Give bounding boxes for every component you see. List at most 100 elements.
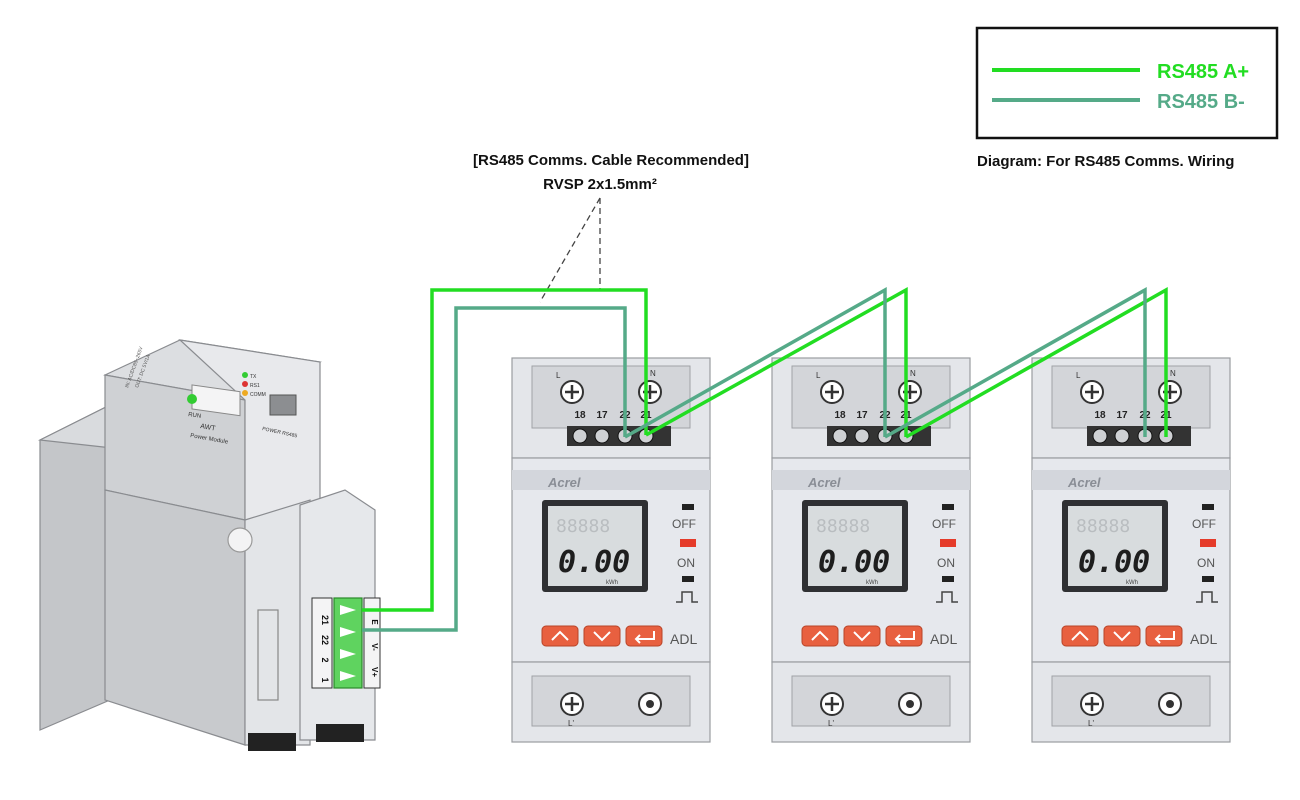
enter-icon [1154, 631, 1175, 644]
meter-terminal-l-label: L [556, 371, 561, 380]
meter-screw-l-cross-icon [565, 385, 579, 399]
meter-screw-lout-cross-icon [1085, 697, 1099, 711]
meter-terminal-17-label: 17 [596, 410, 608, 421]
cable-note-leader-a [539, 197, 601, 303]
meter-down-button[interactable] [583, 625, 621, 647]
meter-lcd-ghost-digits: 88888 [816, 516, 870, 537]
meter-bottom-recess [531, 675, 691, 727]
meter-enter-button[interactable] [1145, 625, 1183, 647]
meter-terminal-17-label: 17 [1116, 410, 1128, 421]
wire-b-minus-gateway-meter1 [362, 306, 627, 632]
meter-brand-label: Acrel [1067, 475, 1101, 490]
gateway-terminal-number-strip [311, 597, 333, 689]
meter-brand-band [1032, 470, 1230, 490]
meter-indicator-bottom-icon [1202, 576, 1214, 582]
meter-switch-indicator-icon [680, 539, 696, 547]
gateway-rs1-led-icon [242, 381, 248, 387]
meter-terminal-screw-icon[interactable] [832, 428, 848, 444]
meter-lcd-unit: kWh [606, 580, 618, 586]
meter-terminal-screw-icon[interactable] [594, 428, 610, 444]
gateway-terminal-screw-icon [340, 671, 356, 681]
meter-up-button[interactable] [1061, 625, 1099, 647]
wire-a-plus-meter1-meter2 [645, 287, 908, 437]
chevron-down-icon [853, 631, 871, 642]
gateway-green-terminal-block[interactable] [333, 597, 363, 689]
meter-terminal-screw-icon[interactable] [1114, 428, 1130, 444]
gateway-terminal-num-21: 21 [320, 615, 330, 625]
legend-caption: Diagram: For RS485 Comms. Wiring [977, 153, 1234, 170]
meter-lcd-value: 0.00 [818, 545, 890, 580]
wire-a-plus-gateway-meter1 [362, 288, 648, 612]
meter-switch-indicator-icon [1200, 539, 1216, 547]
gateway-din-clip-1 [248, 733, 296, 751]
meter-terminal-n-label: N [650, 369, 656, 378]
meter-top-recess [1051, 365, 1211, 429]
gateway-model-label: AWT [200, 423, 217, 433]
meter-lcd-value: 0.00 [1078, 545, 1150, 580]
gateway-din-clip-2 [316, 724, 364, 742]
meter-switch-indicator-icon [940, 539, 956, 547]
meter-screw-l-cross-icon [825, 385, 839, 399]
meter-indicator-top-icon [942, 504, 954, 510]
meter-terminal-l-label: L [1076, 371, 1081, 380]
meter-terminal-screw-icon[interactable] [572, 428, 588, 444]
gateway-terminal-screw-icon [340, 627, 356, 637]
gateway-slot [257, 609, 279, 701]
meter-terminal-lout-label: L' [1088, 719, 1094, 728]
gateway-terminal-num-22: 22 [320, 635, 330, 645]
meter-lcd-unit: kWh [1126, 580, 1138, 586]
meter-brand-band [772, 470, 970, 490]
meter-brand-label: Acrel [807, 475, 841, 490]
meter-down-button[interactable] [843, 625, 881, 647]
meter-up-button[interactable] [541, 625, 579, 647]
meter-lcd-ghost-digits: 88888 [556, 516, 610, 537]
meter-screw-lout-cross-icon [565, 697, 579, 711]
gateway-terminal-num-1: 1 [320, 677, 330, 682]
meter-down-button[interactable] [1103, 625, 1141, 647]
meter-enter-button[interactable] [625, 625, 663, 647]
gateway-terminal-sig-vplus: V+ [370, 667, 379, 677]
chevron-down-icon [1113, 631, 1131, 642]
meter-terminal-17-label: 17 [856, 410, 868, 421]
meter-screw-blank-center-icon [1166, 700, 1174, 708]
cable-note-line1: [RS485 Comms. Cable Recommended] [473, 152, 749, 169]
enter-icon [634, 631, 655, 644]
meter-screw-lout-cross-icon [825, 697, 839, 711]
meter-pulse-icon [1196, 591, 1218, 603]
meter-brand-label: Acrel [547, 475, 581, 490]
meter-terminal-lout-label: L' [828, 719, 834, 728]
meter-off-label: OFF [1192, 517, 1216, 531]
meter-up-button[interactable] [801, 625, 839, 647]
gateway-side-back [39, 404, 111, 731]
wire-b-minus-meter2-meter3 [884, 287, 1147, 439]
meter-terminal-n-label: N [910, 369, 916, 378]
meter-terminal-screw-icon[interactable] [1092, 428, 1108, 444]
meter-indicator-top-icon [1202, 504, 1214, 510]
meter-screw-blank-center-icon [906, 700, 914, 708]
gateway-tx-label: TX [250, 374, 257, 380]
meter-pulse-icon [936, 591, 958, 603]
gateway-front-lower [104, 489, 246, 746]
gateway-terminal-num-2: 2 [320, 657, 330, 662]
gateway-comm-led-icon [242, 390, 248, 396]
gateway-rj45-port-icon[interactable] [269, 394, 297, 416]
meter-lcd-screen [808, 506, 902, 586]
meter-top-recess [791, 365, 951, 429]
meter-top-recess [531, 365, 691, 429]
meter-on-label: ON [937, 556, 955, 570]
meter-terminal-screw-icon[interactable] [854, 428, 870, 444]
meter-indicator-bottom-icon [942, 576, 954, 582]
meter-screw-blank-center-icon [646, 700, 654, 708]
meter-bottom-recess [1051, 675, 1211, 727]
meter-terminal-lout-label: L' [568, 719, 574, 728]
meter-terminal-18-label: 18 [1094, 410, 1106, 421]
meter-brand-band [512, 470, 710, 490]
meter-lcd-ghost-digits: 88888 [1076, 516, 1130, 537]
gateway-rs1-label: RS1 [250, 383, 260, 389]
meter-lcd-screen [1068, 506, 1162, 586]
meter-enter-button[interactable] [885, 625, 923, 647]
gateway-knob-icon [227, 527, 253, 553]
